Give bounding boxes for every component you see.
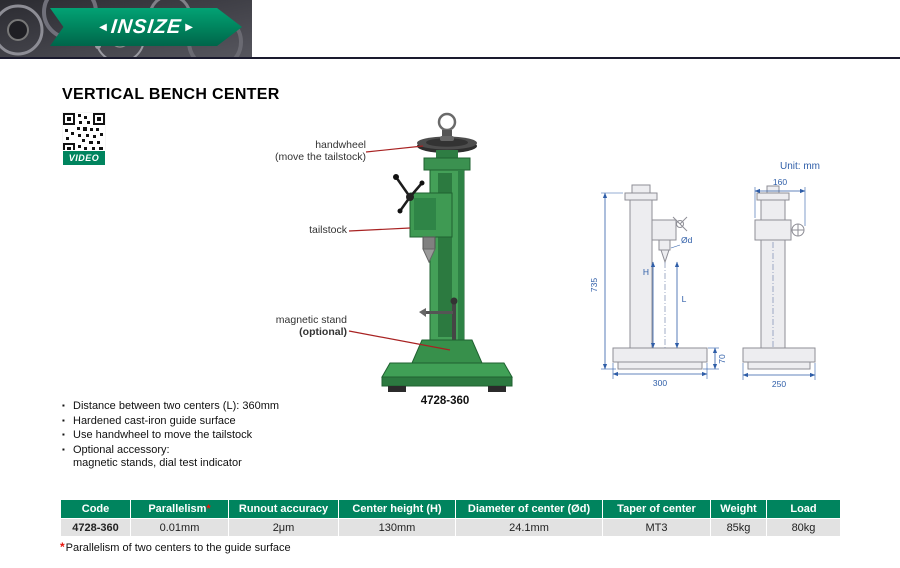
spec-table: Code Parallelism* Runout accuracy Center… bbox=[60, 499, 841, 537]
col-header-diameter: Diameter of center (Ød) bbox=[455, 499, 603, 519]
list-item: ▪ Distance between two centers (L): 360mm bbox=[62, 399, 279, 414]
handwheel-label: handwheel (move the tailstock) bbox=[260, 139, 366, 163]
cell-code: 4728-360 bbox=[60, 518, 131, 537]
col-header-parallelism: Parallelism* bbox=[130, 499, 229, 519]
cell-weight: 85kg bbox=[710, 518, 767, 537]
bullet-icon: ▪ bbox=[62, 430, 65, 439]
list-item: ▪ Use handwheel to move the tailstock bbox=[62, 428, 279, 443]
cell-center-height: 130mm bbox=[338, 518, 456, 537]
feature-text: Distance between two centers (L): 360mm bbox=[73, 400, 280, 412]
dim-250: 250 bbox=[772, 379, 786, 389]
magnetic-stand-leader-line bbox=[348, 330, 451, 351]
cell-diameter: 24.1mm bbox=[455, 518, 603, 537]
side-view-drawing: 160 250 bbox=[742, 177, 816, 389]
handwheel-label-line1: handwheel bbox=[315, 139, 366, 151]
cell-runout: 2μm bbox=[228, 518, 339, 537]
dim-70: 70 bbox=[717, 354, 727, 364]
bullet-icon: ▪ bbox=[62, 415, 65, 425]
magnetic-stand-label: magnetic stand (optional) bbox=[260, 314, 347, 338]
arrow-right-icon: ▶ bbox=[185, 21, 193, 33]
handwheel-leader-line bbox=[365, 145, 424, 153]
cell-parallelism: 0.01mm bbox=[130, 518, 229, 537]
list-item: ▪ Optional accessory: bbox=[62, 443, 279, 458]
col-header-code: Code bbox=[60, 499, 131, 519]
tailstock-label: tailstock bbox=[309, 224, 347, 236]
feature-text: Hardened cast-iron guide surface bbox=[73, 414, 236, 427]
col-header-center-height: Center height (H) bbox=[338, 499, 456, 519]
dim-160: 160 bbox=[773, 177, 787, 187]
dim-H: H bbox=[643, 267, 649, 277]
unit-label: Unit: mm bbox=[780, 161, 820, 172]
page-title: VERTICAL BENCH CENTER bbox=[62, 86, 280, 103]
handwheel-label-line2: (move the tailstock) bbox=[274, 150, 366, 163]
magnetic-stand-label-line1: magnetic stand bbox=[275, 314, 347, 326]
product-figure: handwheel (move the tailstock) tailstock… bbox=[260, 105, 540, 405]
feature-text: magnetic stands, dial test indicator bbox=[73, 457, 242, 469]
dim-300: 300 bbox=[653, 378, 667, 388]
footnote: *Parallelism of two centers to the guide… bbox=[60, 540, 291, 554]
brand-text: INSIZE bbox=[109, 15, 183, 38]
qr-code bbox=[62, 112, 106, 156]
model-number: 4728-360 bbox=[420, 395, 470, 407]
video-badge[interactable]: VIDEO bbox=[62, 150, 106, 166]
feature-text: Optional accessory: bbox=[73, 443, 170, 456]
col-header-load: Load bbox=[766, 499, 841, 519]
front-view-drawing: 735 H L Ød 300 70 bbox=[589, 184, 727, 388]
dim-Od: Ød bbox=[681, 235, 693, 245]
dim-L: L bbox=[682, 294, 687, 304]
asterisk-marker: * bbox=[206, 503, 211, 515]
arrow-left-icon: ◀ bbox=[99, 21, 107, 33]
feature-list: ▪ Distance between two centers (L): 360mm… bbox=[62, 399, 279, 471]
col-header-taper: Taper of center bbox=[602, 499, 711, 519]
table-header-row: Code Parallelism* Runout accuracy Center… bbox=[60, 499, 841, 519]
list-item: ▪ Hardened cast-iron guide surface bbox=[62, 414, 279, 429]
cell-taper: MT3 bbox=[602, 518, 711, 537]
product-illustration bbox=[348, 112, 513, 392]
asterisk-marker: * bbox=[60, 540, 65, 554]
list-item: magnetic stands, dial test indicator bbox=[62, 457, 279, 471]
lifting-ring-icon bbox=[437, 112, 457, 132]
feature-text: Use handwheel to move the tailstock bbox=[73, 429, 253, 441]
footnote-text: Parallelism of two centers to the guide … bbox=[65, 542, 291, 554]
magnetic-stand-label-line2: (optional) bbox=[299, 325, 347, 338]
cell-load: 80kg bbox=[766, 518, 841, 537]
dim-735: 735 bbox=[589, 278, 599, 292]
bullet-icon: ▪ bbox=[62, 401, 65, 410]
header-divider bbox=[0, 57, 900, 59]
table-row: 4728-360 0.01mm 2μm 130mm 24.1mm MT3 85k… bbox=[60, 518, 841, 537]
dimension-drawings: 735 H L Ød 300 70 bbox=[589, 177, 816, 389]
col-header-runout: Runout accuracy bbox=[228, 499, 339, 519]
tailstock-leader-line bbox=[348, 227, 411, 232]
col-header-weight: Weight bbox=[710, 499, 767, 519]
insize-logo: ◀ INSIZE ▶ bbox=[50, 8, 242, 46]
bullet-icon: ▪ bbox=[62, 444, 65, 454]
